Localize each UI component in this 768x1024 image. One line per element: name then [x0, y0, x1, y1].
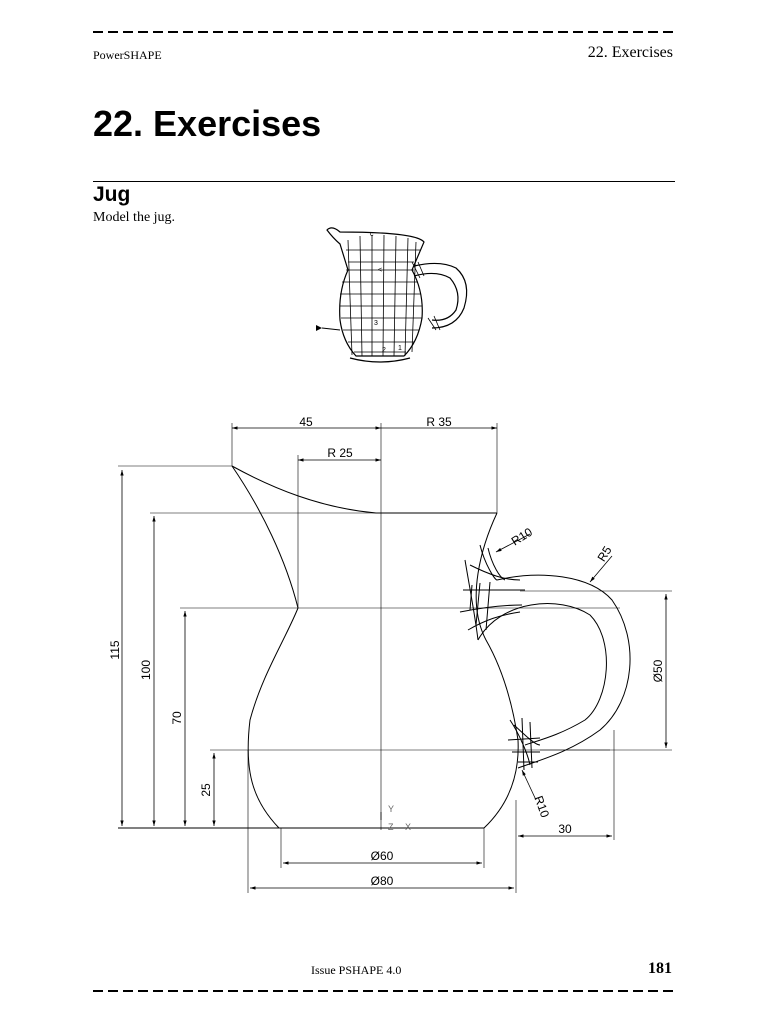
jug-profile [118, 465, 631, 829]
footer-page-number: 181 [648, 960, 672, 977]
dim-handle-radius-top: R10 [509, 525, 535, 549]
footer-issue: Issue PSHAPE 4.0 [311, 963, 402, 977]
chapter-title: 22. Exercises [93, 103, 322, 144]
dim-height-total: 115 [108, 640, 122, 659]
axis-x-label: X [405, 822, 411, 832]
header-product: PowerSHAPE [93, 48, 162, 62]
axis-labels: Y Z X [388, 804, 411, 832]
dim-radius-top: R 35 [426, 415, 452, 429]
svg-text:1: 1 [398, 345, 402, 352]
dimension-labels: 45 R 35 R 25 115 100 70 25 R10 R5 R10 Ø5… [108, 415, 665, 888]
dim-handle-radius-outer: R5 [595, 543, 615, 564]
dim-handle-span: Ø50 [651, 659, 665, 682]
dim-handle-radius-bottom: R10 [531, 794, 552, 820]
header-chapter: 22. Exercises [587, 44, 673, 61]
dim-handle-offset: 30 [558, 822, 572, 836]
dim-body-diameter: Ø80 [371, 874, 394, 888]
dim-height-rim: 100 [139, 660, 153, 680]
jug-wireframe-render: c < 3 2 1 [316, 227, 468, 363]
svg-text:3: 3 [374, 320, 378, 327]
axis-y-label: Y [388, 804, 394, 814]
section-rule [93, 181, 675, 182]
dim-width-top: 45 [299, 415, 313, 429]
dimension-lines [120, 426, 668, 890]
instruction-text: Model the jug. [93, 210, 176, 225]
svg-text:<: < [378, 267, 382, 274]
dim-base-diameter: Ø60 [371, 849, 394, 863]
dim-height-waist: 70 [170, 711, 184, 725]
header-dashed-rule [93, 31, 673, 33]
svg-text:2: 2 [382, 347, 386, 354]
axis-z-label: Z [388, 822, 394, 832]
dim-radius-inner: R 25 [327, 446, 353, 460]
construction-lines [118, 423, 672, 893]
svg-text:c: c [370, 231, 374, 238]
dim-height-base: 25 [199, 783, 213, 797]
footer-dashed-rule [93, 990, 673, 992]
section-title: Jug [93, 183, 131, 206]
